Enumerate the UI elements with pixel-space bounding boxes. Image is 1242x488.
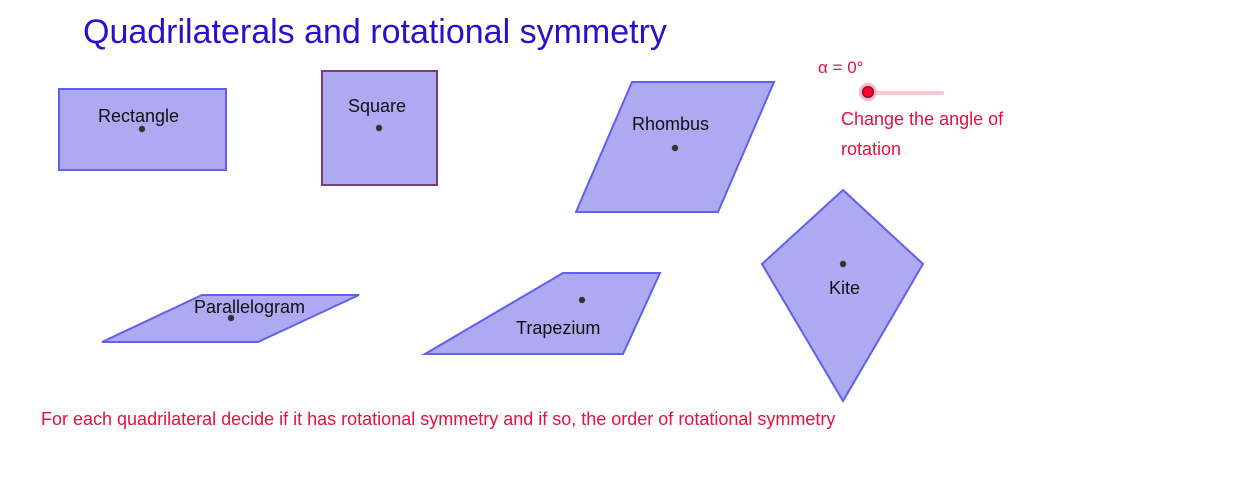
rectangle-shape[interactable]: Rectangle xyxy=(58,88,227,171)
parallelogram-center-point[interactable] xyxy=(227,314,235,322)
rectangle-label: Rectangle xyxy=(98,106,179,126)
square-shape[interactable]: Square xyxy=(321,70,438,186)
angle-slider-handle[interactable] xyxy=(862,86,874,98)
rhombus-label: Rhombus xyxy=(632,114,709,134)
trapezium-label: Trapezium xyxy=(516,318,600,338)
rhombus-shape[interactable]: Rhombus xyxy=(574,81,776,213)
slider-hint-text: Change the angle of rotation xyxy=(841,109,1004,159)
parallelogram-shape[interactable]: Parallelogram xyxy=(101,294,360,343)
kite-shape[interactable]: Kite xyxy=(760,188,925,403)
rectangle-center-point[interactable] xyxy=(138,125,146,133)
trapezium-polygon[interactable] xyxy=(421,272,662,355)
page-title: Quadrilaterals and rotational symmetry xyxy=(83,13,667,51)
trapezium-shape[interactable]: Trapezium xyxy=(421,272,662,355)
kite-label: Kite xyxy=(829,278,860,298)
square-label: Square xyxy=(348,96,406,116)
kite-center-point[interactable] xyxy=(839,260,847,268)
parallelogram-label: Parallelogram xyxy=(194,297,305,317)
trapezium-center-point[interactable] xyxy=(578,296,586,304)
kite-polygon[interactable] xyxy=(760,188,925,403)
alpha-value-label: α = 0° xyxy=(818,58,864,77)
rhombus-center-point[interactable] xyxy=(671,144,679,152)
angle-slider-track[interactable] xyxy=(868,91,944,95)
instruction-text: For each quadrilateral decide if it has … xyxy=(41,409,836,429)
square-center-point[interactable] xyxy=(375,124,383,132)
